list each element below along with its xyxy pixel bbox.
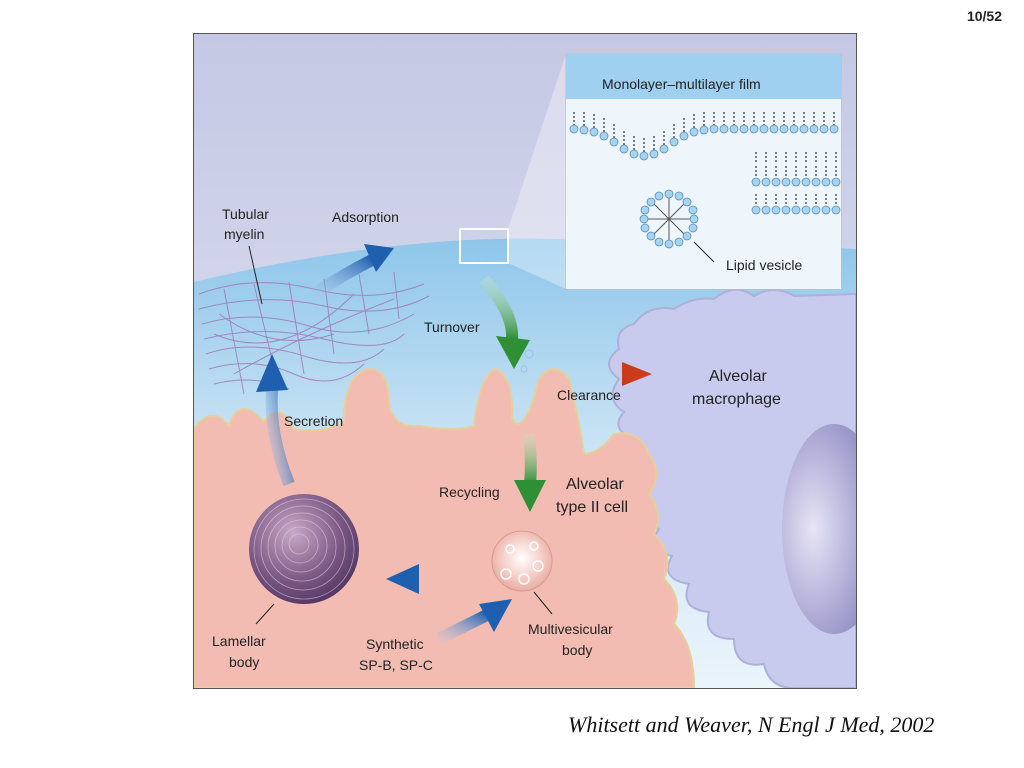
type2-cell-label-1: Alveolar [566, 476, 624, 493]
film-inset: Monolayer–multilayer film Lipid vesicle [566, 54, 841, 289]
recycling-label: Recycling [439, 484, 500, 500]
citation: Whitsett and Weaver, N Engl J Med, 2002 [568, 712, 934, 738]
secretion-label: Secretion [284, 413, 343, 429]
lamellar-body-label-1: Lamellar [212, 633, 266, 649]
lamellar-body-label-2: body [229, 654, 259, 670]
mvb-label-2: body [562, 642, 592, 658]
clearance-label: Clearance [557, 387, 621, 403]
synthetic-label-2: SP-B, SP-C [359, 657, 433, 673]
macrophage-label-1: Alveolar [709, 368, 767, 385]
tubular-myelin-label-2: myelin [224, 226, 264, 242]
turnover-label: Turnover [424, 319, 480, 335]
adsorption-label: Adsorption [332, 209, 399, 225]
macrophage-label-2: macrophage [692, 391, 781, 408]
tubular-myelin-label-1: Tubular [222, 206, 269, 222]
lamellar-body [249, 494, 359, 604]
multivesicular-body [492, 531, 552, 591]
lipid-vesicle-label: Lipid vesicle [726, 257, 802, 273]
type2-cell-label-2: type II cell [556, 499, 628, 516]
page-number: 10/52 [967, 8, 1002, 24]
inset-title: Monolayer–multilayer film [602, 76, 761, 92]
surfactant-diagram: Monolayer–multilayer film Lipid vesicle … [193, 33, 857, 689]
mvb-label-1: Multivesicular [528, 621, 613, 637]
synthetic-label-1: Synthetic [366, 636, 424, 652]
